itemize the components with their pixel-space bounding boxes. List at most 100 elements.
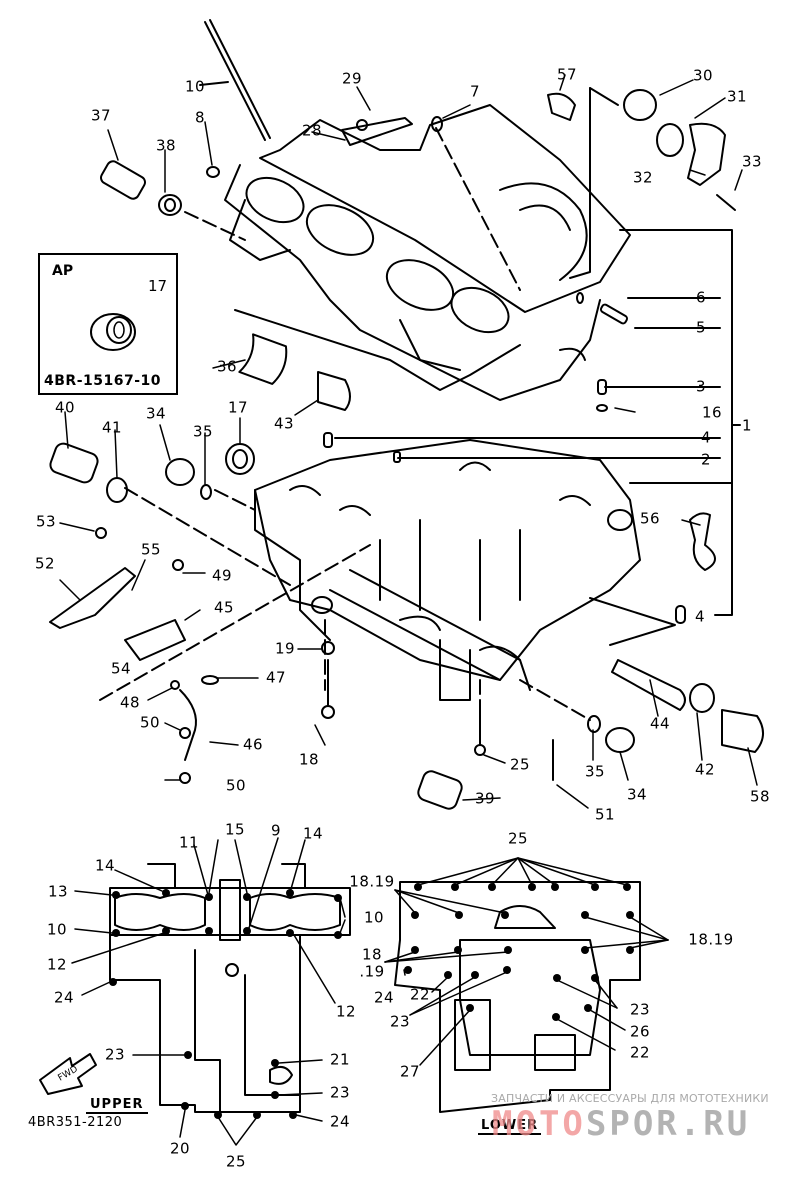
leader-brackets — [234, 87, 741, 646]
part-callout-50: 50 — [225, 776, 247, 795]
upper-bolt-points — [109, 889, 342, 1119]
part-callout-18-19: 18.19 — [349, 872, 395, 891]
upper-crankcase-plan — [109, 863, 351, 1113]
part-callout-24: 24 — [329, 1112, 351, 1131]
part-callout-33: 33 — [741, 152, 763, 171]
watermark-brand: MOTOSPOR.RU — [492, 1104, 750, 1144]
part-callout-10: 10 — [184, 77, 206, 96]
part-callout-25: 25 — [509, 755, 531, 774]
part-callout-9: 9 — [270, 821, 282, 840]
part-callout-3: 3 — [695, 377, 707, 396]
part-callout-40: 40 — [54, 398, 76, 417]
part-callout-1: 1 — [741, 416, 753, 435]
part-callout-17: 17 — [227, 398, 249, 417]
part-callout-18-19: 18.19 — [688, 930, 734, 949]
part-callout-30: 30 — [692, 66, 714, 85]
part-callout-43: 43 — [273, 414, 295, 433]
part-callout-31: 31 — [726, 87, 748, 106]
part-callout-39: 39 — [474, 789, 496, 808]
part-callout-12: 12 — [335, 1002, 357, 1021]
part-callout-12: 12 — [46, 955, 68, 974]
part-callout-13: 13 — [47, 882, 69, 901]
part-callout-4: 4 — [694, 607, 706, 626]
part-callout-57: 57 — [556, 65, 578, 84]
part-callout-22: 22 — [629, 1043, 651, 1062]
small-parts — [49, 89, 764, 810]
part-callout-55: 55 — [140, 540, 162, 559]
part-callout-37: 37 — [90, 106, 112, 125]
part-callout-23: 23 — [329, 1083, 351, 1102]
part-callout-25: 25 — [225, 1152, 247, 1171]
part-callout-24: 24 — [53, 988, 75, 1007]
part-callout-41: 41 — [101, 418, 123, 437]
part-callout-54: 54 — [110, 659, 132, 678]
oil-seal-icon — [90, 313, 136, 351]
part-callout-36: 36 — [216, 357, 238, 376]
part-callout-7: 7 — [469, 82, 481, 101]
part-callout-10: 10 — [363, 908, 385, 927]
part-callout-56: 56 — [639, 509, 661, 528]
part-callout-21: 21 — [329, 1050, 351, 1069]
watermark-brand-left: MOTO — [492, 1104, 586, 1144]
part-callout-23: 23 — [389, 1012, 411, 1031]
part-callout-14: 14 — [302, 824, 324, 843]
ap-inset-code: 4BR-15167-10 — [44, 373, 162, 389]
part-callout-52: 52 — [34, 554, 56, 573]
upper-label: UPPER — [86, 1097, 148, 1114]
part-callout-6: 6 — [695, 288, 707, 307]
part-callout-34: 34 — [626, 785, 648, 804]
part-callout-26: 26 — [629, 1022, 651, 1041]
part-callout-10: 10 — [46, 920, 68, 939]
part-callout-8: 8 — [194, 108, 206, 127]
part-callout-58: 58 — [749, 787, 771, 806]
part-callout-5: 5 — [695, 318, 707, 337]
part-callout-49: 49 — [211, 566, 233, 585]
part-callout-28: 28 — [301, 121, 323, 140]
part-callout-29: 29 — [341, 69, 363, 88]
part-callout-15: 15 — [224, 820, 246, 839]
fwd-text: FWD — [57, 1064, 80, 1083]
upper-code: 4BR351-2120 — [28, 1115, 123, 1130]
part-callout-20: 20 — [169, 1139, 191, 1158]
part-callout-34: 34 — [145, 404, 167, 423]
upper-crankcase — [224, 104, 631, 401]
part-callout-2: 2 — [700, 450, 712, 469]
part-callout-19: 19 — [274, 639, 296, 658]
ap-inset-part-number: 17 — [148, 277, 168, 295]
part-callout-42: 42 — [694, 760, 716, 779]
part-callout-35: 35 — [584, 762, 606, 781]
part-callout-35: 35 — [192, 422, 214, 441]
part-callout-18: 18 — [361, 945, 383, 964]
part-callout-45: 45 — [213, 598, 235, 617]
lower-label: LOWER — [478, 1118, 542, 1135]
lower-crankcase-plan — [394, 881, 641, 1113]
lower-plan-leaders — [384, 857, 669, 1066]
upper-plan-leaders — [71, 837, 346, 1146]
part-callout-18: 18 — [298, 750, 320, 769]
part-callout-25: 25 — [507, 829, 529, 848]
ap-inset-title: AP — [52, 263, 74, 279]
part-callout-48: 48 — [119, 693, 141, 712]
part-callout-11: 11 — [178, 833, 200, 852]
part-callout-38: 38 — [155, 136, 177, 155]
part-callout-22: 22 — [409, 985, 431, 1004]
part-callout-53: 53 — [35, 512, 57, 531]
ap-inset-box: AP 17 4BR-15167-10 — [38, 253, 178, 395]
part-callout-47: 47 — [265, 668, 287, 687]
part-callout-51: 51 — [594, 805, 616, 824]
part-callout-23: 23 — [629, 1000, 651, 1019]
part-callout-23: 23 — [104, 1045, 126, 1064]
assembly-lines — [99, 127, 591, 721]
part-callout-24: 24 — [373, 988, 395, 1007]
stud-bolt-part — [199, 19, 271, 141]
part-callout-16: 16 — [701, 403, 723, 422]
part-callout-44: 44 — [649, 714, 671, 733]
part-callout--19: .19 — [359, 962, 385, 981]
part-callout-27: 27 — [399, 1062, 421, 1081]
label-leaders — [59, 74, 758, 809]
forward-arrow-icon — [39, 1053, 97, 1095]
watermark-brand-right: SPOR.RU — [585, 1104, 751, 1144]
part-callout-14: 14 — [94, 856, 116, 875]
lower-crankcase — [254, 439, 641, 701]
